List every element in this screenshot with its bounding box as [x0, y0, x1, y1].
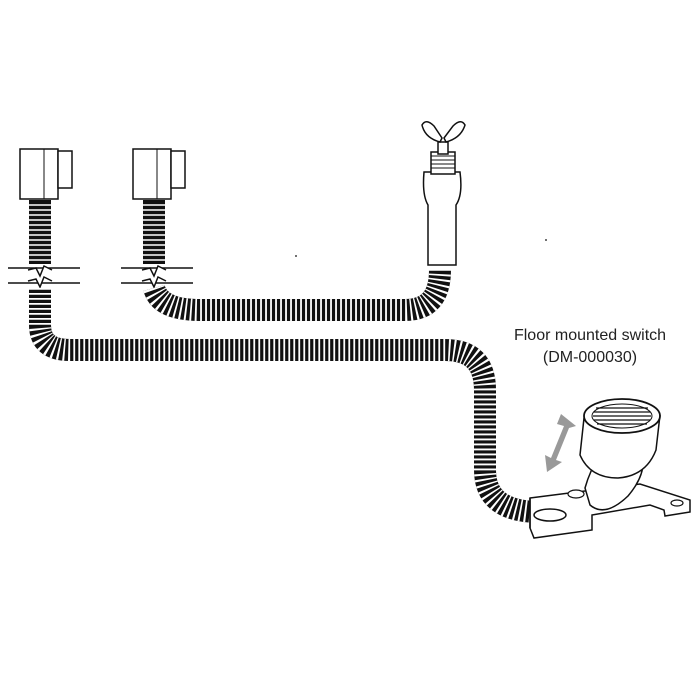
switch-code-label: (DM-000030)	[542, 349, 638, 366]
motion-arrow-icon	[545, 414, 576, 472]
floor-switch-icon	[529, 398, 691, 539]
break-mark-left	[8, 264, 80, 289]
connector-right-icon	[132, 148, 186, 200]
switch-label: Floor mounted switch	[513, 327, 667, 344]
cable-to-floor-switch	[29, 288, 541, 523]
cable-stub-right	[143, 200, 165, 264]
cable-to-hand-switch	[143, 269, 451, 321]
hand-switch-icon	[421, 121, 466, 266]
cable-stub-left	[29, 200, 51, 264]
connector-left-icon	[19, 148, 73, 200]
break-mark-right	[121, 264, 193, 289]
